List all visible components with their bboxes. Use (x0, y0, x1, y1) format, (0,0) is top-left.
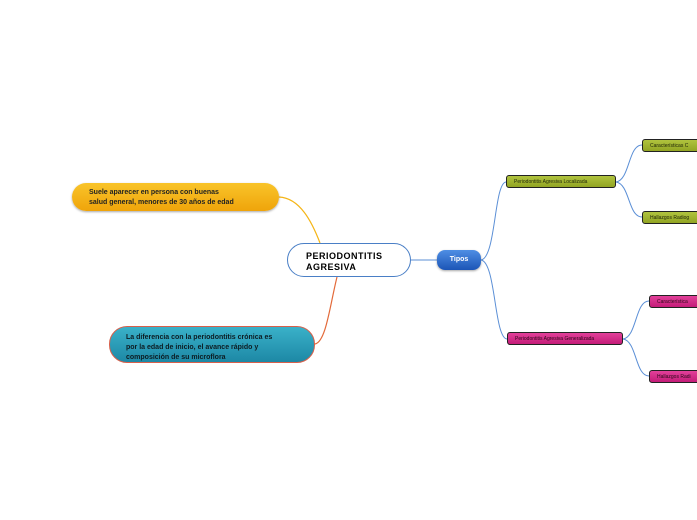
link-generalized-hall (622, 338, 650, 377)
topic-localized-periodontitis[interactable]: Periodontitis Agresiva Localizada (506, 175, 616, 188)
subtopic-localized-radiographic-findings[interactable]: Hallazgos Radiog (642, 211, 697, 224)
subtopic-generalized-characteristics[interactable]: Característica (649, 295, 697, 308)
link-central-onset (278, 196, 321, 244)
topic-tipos[interactable]: Tipos (437, 250, 481, 270)
link-tipos-generalized (480, 259, 508, 340)
link-generalized-caract (622, 300, 650, 340)
central-topic-periodontitis-agresiva[interactable]: PERIODONTITIS AGRESIVA (287, 243, 411, 277)
topic-generalized-periodontitis[interactable]: Periodontitis Agresiva Generalizada (507, 332, 623, 345)
subtopic-generalized-radiographic-findings[interactable]: Hallazgos Radi (649, 370, 697, 383)
link-localized-caract (615, 144, 643, 183)
link-tipos-localized (480, 181, 507, 261)
topic-difference-description[interactable]: La diferencia con la periodontitis cróni… (109, 326, 315, 363)
subtopic-localized-characteristics[interactable]: Características C (642, 139, 697, 152)
topic-onset-description[interactable]: Suele aparecer en persona con buenas sal… (72, 183, 279, 211)
link-central-difference (314, 276, 338, 345)
link-localized-hall (615, 181, 643, 218)
